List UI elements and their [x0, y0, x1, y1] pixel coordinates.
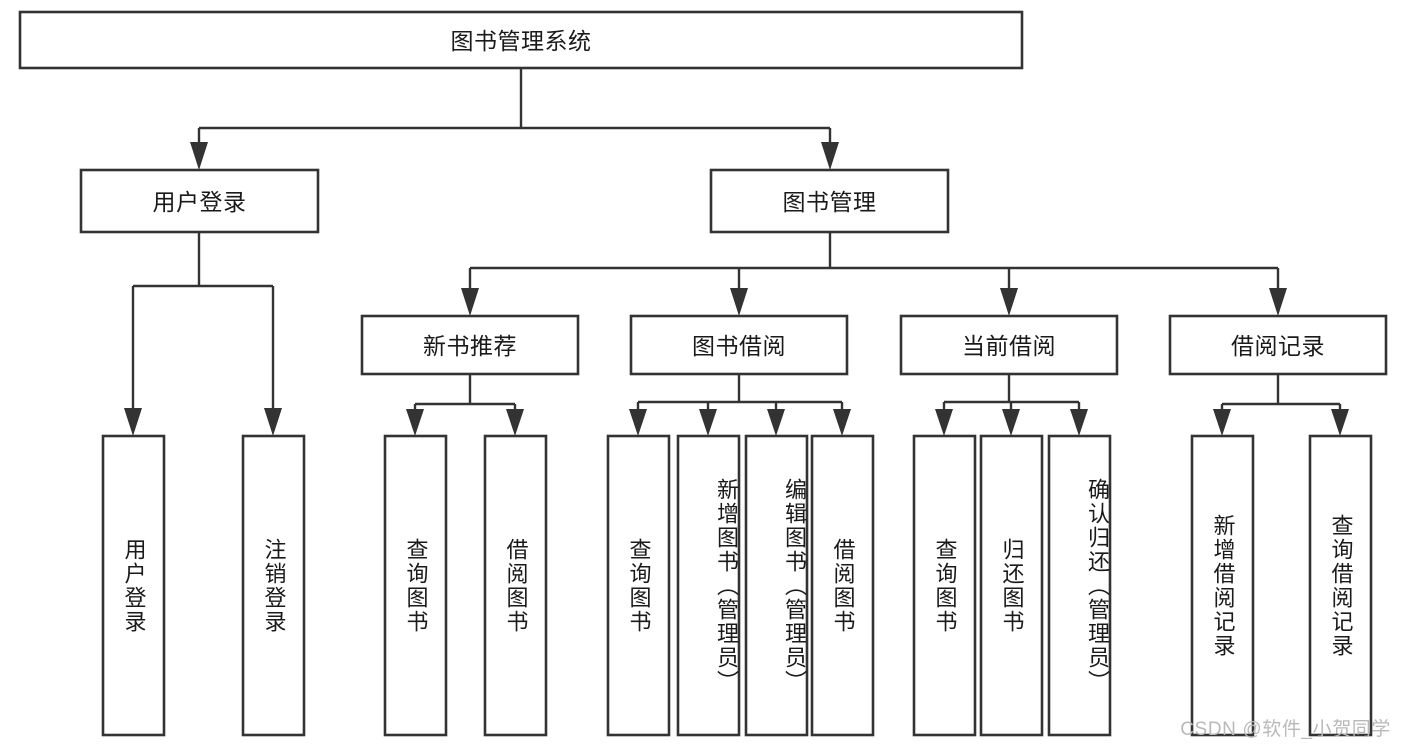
arrow-icon-bookborrow-leaf-2: [699, 409, 717, 436]
node-leaf-br-add-record-box[interactable]: [1190, 434, 1255, 737]
arrow-icon-to-new-book: [461, 288, 479, 316]
node-leaf-logout-box[interactable]: [241, 434, 306, 737]
arrow-icon-userlogin-leaf-1: [124, 408, 142, 436]
node-user-login-label: 用户登录: [153, 189, 247, 215]
node-book-manage-label: 图书管理: [783, 189, 877, 215]
node-borrow-record-box[interactable]: [1168, 314, 1388, 376]
arrow-icon-to-book-borrow: [730, 288, 748, 316]
arrow-icon-currentborrow-leaf-3: [1070, 409, 1088, 436]
node-current-borrow-box[interactable]: [899, 314, 1119, 376]
node-leaf-bb-borrow-book-box[interactable]: [810, 434, 875, 737]
arrow-icon-userlogin-leaf-2: [264, 408, 282, 436]
watermark-text: CSDN @软件_小贺同学: [1180, 719, 1391, 740]
node-leaf-bb-add-book-box[interactable]: [676, 434, 741, 737]
node-leaf-br-query-record-box[interactable]: [1308, 434, 1373, 737]
arrow-icon-bookborrow-leaf-3: [767, 409, 785, 436]
arrow-icon-to-borrow-record: [1269, 288, 1287, 316]
arrow-icon-currentborrow-leaf-1: [935, 409, 953, 436]
arrow-icon-borrowrecord-leaf-1: [1213, 409, 1231, 436]
node-leaf-bb-query-book-box[interactable]: [606, 434, 671, 737]
node-leaf-cb-return-book-box[interactable]: [979, 434, 1044, 737]
node-new-book-box[interactable]: [360, 314, 580, 376]
node-current-borrow-label: 当前借阅: [962, 333, 1056, 359]
node-new-book-label: 新书推荐: [423, 333, 517, 359]
arrow-icon-root-to-user-login: [190, 142, 208, 170]
arrow-icon-newbook-leaf-2: [506, 409, 524, 436]
node-borrow-record-label: 借阅记录: [1231, 333, 1325, 359]
connector-layer: [124, 68, 1349, 436]
node-leaf-nb-borrow-book-box[interactable]: [483, 434, 548, 737]
node-leaf-nb-query-book-box[interactable]: [383, 434, 448, 737]
node-book-manage-box[interactable]: [709, 168, 950, 234]
node-leaf-bb-edit-book-box[interactable]: [744, 434, 809, 737]
node-leaf-cb-query-book-box[interactable]: [912, 434, 977, 737]
node-layer: 图书管理系统 用户登录 图书管理 新书推荐 图书借阅 当前借阅 借阅记录: [18, 10, 1388, 737]
node-root-label: 图书管理系统: [451, 28, 592, 54]
node-user-login-box[interactable]: [79, 168, 320, 234]
arrow-icon-bookborrow-leaf-1: [629, 409, 647, 436]
node-book-borrow-label: 图书借阅: [692, 333, 786, 359]
arrow-icon-newbook-leaf-1: [406, 409, 424, 436]
node-leaf-cb-confirm-return-box[interactable]: [1047, 434, 1112, 737]
arrow-icon-to-current-borrow: [1000, 288, 1018, 316]
node-root-box[interactable]: [18, 10, 1024, 70]
arrow-icon-borrowrecord-leaf-2: [1331, 409, 1349, 436]
arrow-icon-root-to-book-manage: [821, 142, 839, 170]
arrow-icon-currentborrow-leaf-2: [1002, 409, 1020, 436]
node-leaf-user-login-box[interactable]: [101, 434, 166, 737]
arrow-icon-bookborrow-leaf-4: [833, 409, 851, 436]
node-book-borrow-box[interactable]: [629, 314, 849, 376]
